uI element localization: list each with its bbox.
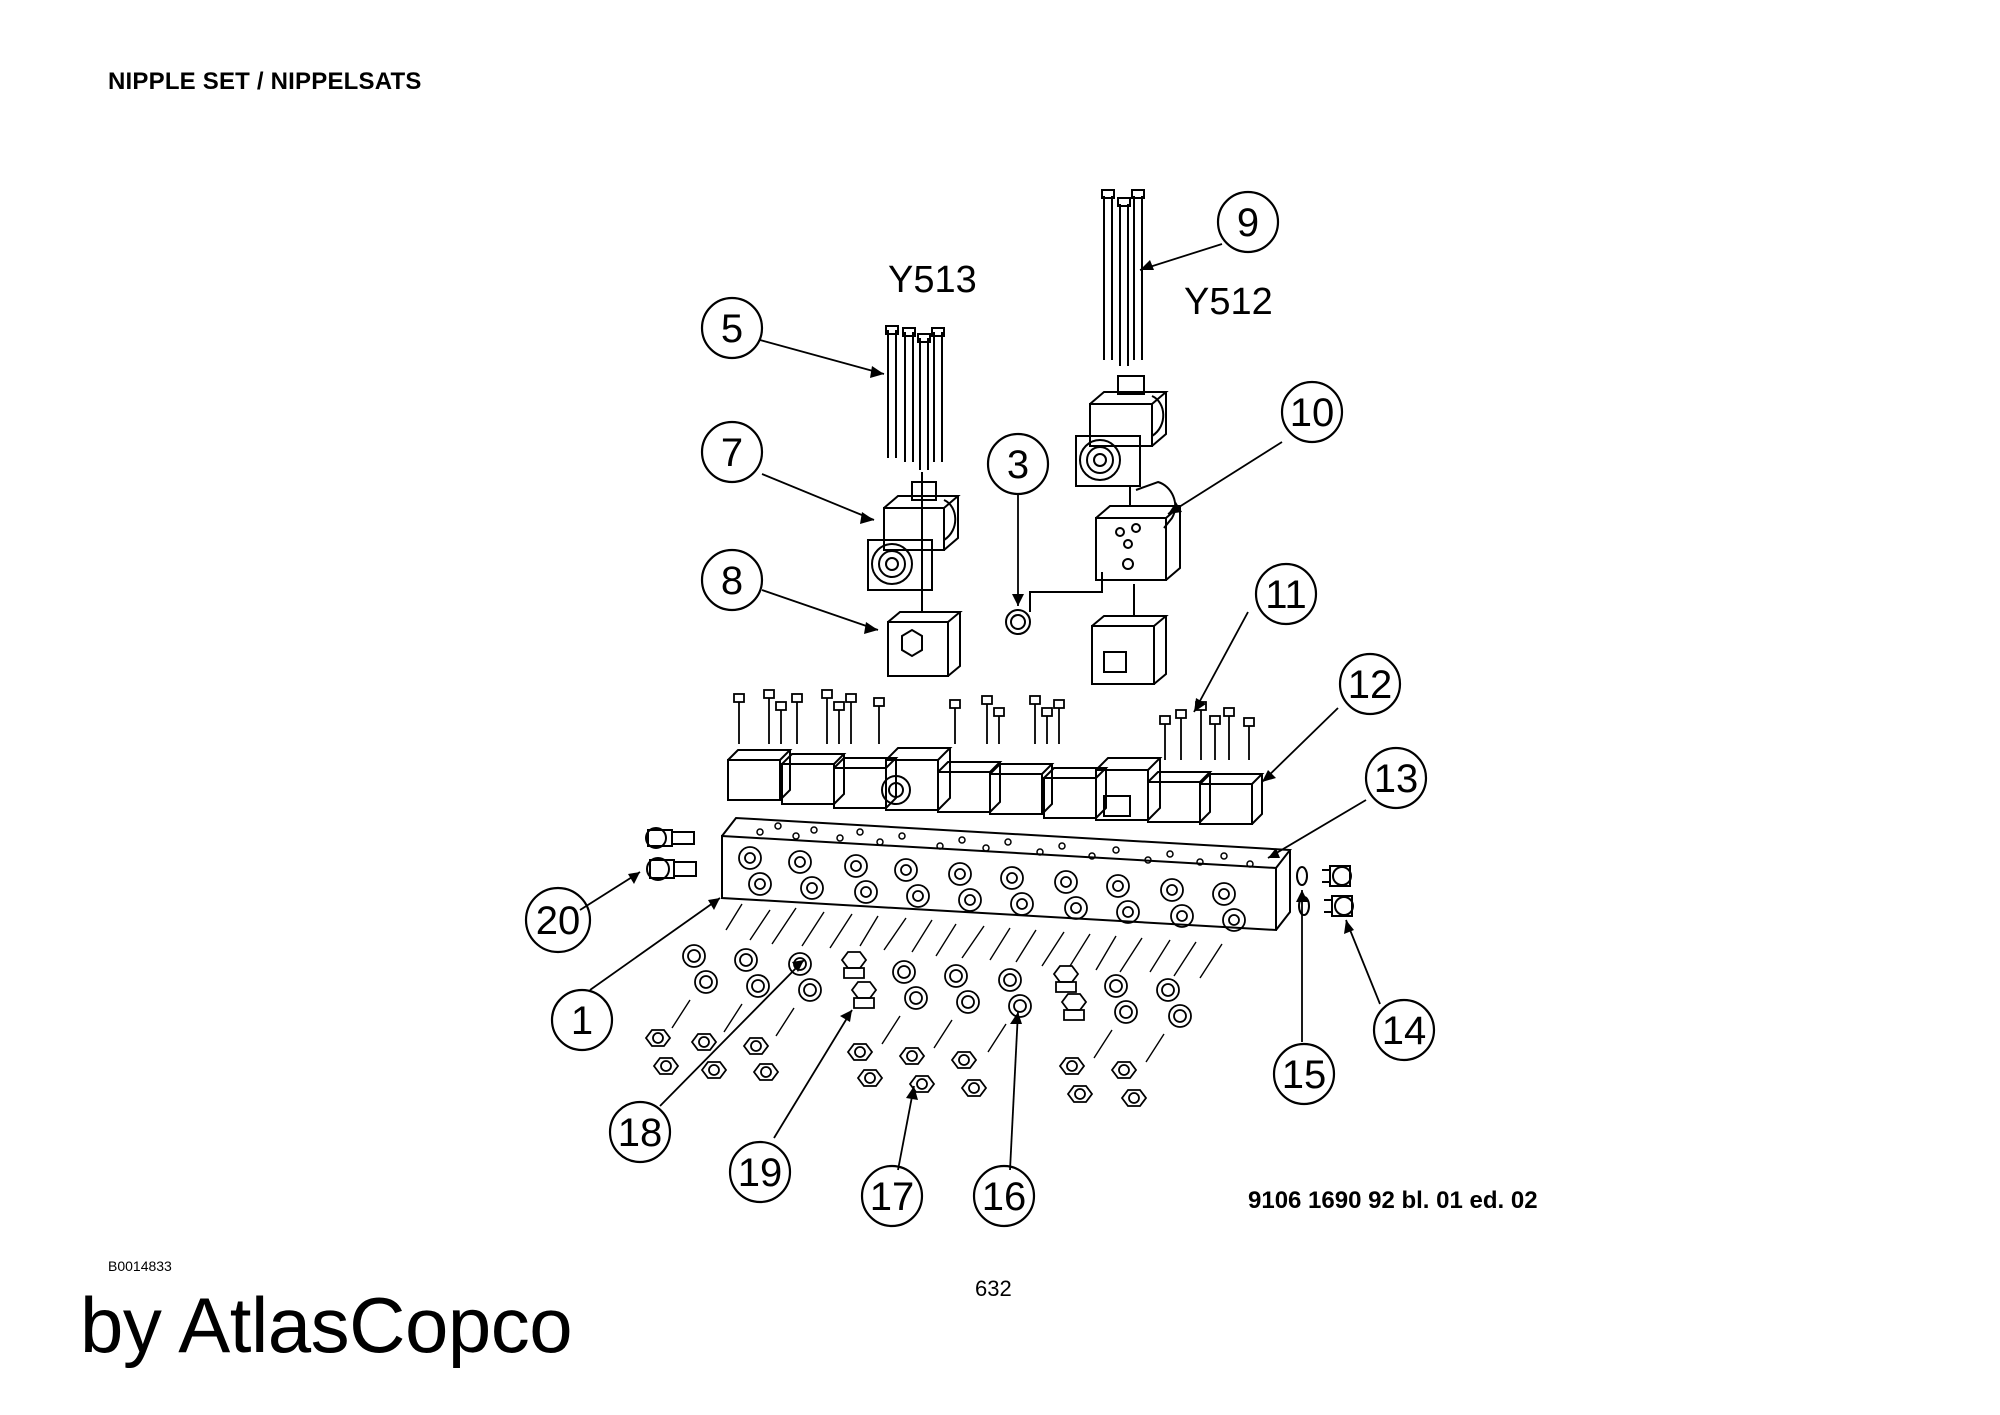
solenoid-valve-upper-right (1075, 375, 1169, 487)
adapter-block-lower-right (1095, 757, 1163, 821)
callout-balloons (524, 190, 1436, 1228)
callout-8: 8 (721, 559, 743, 603)
callout-10: 10 (1290, 391, 1335, 435)
solenoid-valve-item-7 (867, 481, 961, 591)
callout-12: 12 (1348, 663, 1393, 707)
lower-nipples (644, 1029, 1148, 1107)
callout-17: 17 (870, 1175, 915, 1219)
orifice-plug-item-3 (1005, 572, 1103, 635)
leader-lines (579, 243, 1381, 1171)
valve-label-y513: Y513 (888, 259, 977, 301)
lower-washers (682, 944, 1192, 1028)
valve-label-y512: Y512 (1184, 281, 1273, 323)
callout-11: 11 (1265, 573, 1307, 617)
callout-3: 3 (1007, 443, 1029, 487)
callout-20: 20 (536, 899, 581, 943)
side-fittings-item-20 (645, 827, 697, 881)
callout-16: 16 (982, 1175, 1027, 1219)
manifold-block-item-1 (721, 816, 1292, 932)
leader-arrowheads (628, 260, 1354, 1100)
callout-5: 5 (721, 307, 743, 351)
screws-item-9 (1101, 189, 1145, 366)
adapter-block-item-8 (887, 472, 963, 677)
callout-1: 1 (571, 999, 593, 1043)
callout-19: 19 (738, 1151, 783, 1195)
page-number: 632 (975, 1276, 1012, 1301)
callout-9: 9 (1237, 201, 1259, 245)
assembly-lines (671, 903, 1223, 1063)
callout-13: 13 (1374, 757, 1419, 801)
cover-plates-item-12 (727, 747, 1265, 825)
callout-18: 18 (618, 1111, 663, 1155)
brand-footer: by AtlasCopco (80, 1281, 573, 1369)
check-valves-item-19 (840, 951, 1088, 1021)
side-fittings-item-14 (1296, 865, 1354, 917)
manifold-ports (738, 846, 1246, 932)
callout-numbers: 5 7 8 3 9 10 11 12 13 14 15 20 1 18 19 1… (536, 201, 1427, 1219)
adapter-block-upper-right (1091, 584, 1169, 685)
page-title: NIPPLE SET / NIPPELSATS (108, 68, 422, 95)
manifold-top-holes (756, 822, 1254, 868)
adapter-block-lower-left (881, 747, 953, 811)
document-code: B0014833 (108, 1258, 172, 1274)
callout-14: 14 (1382, 1009, 1427, 1053)
callout-15: 15 (1282, 1053, 1327, 1097)
valve-block-item-10 (1095, 480, 1183, 581)
cover-plate-screws (733, 689, 1255, 760)
callout-7: 7 (721, 431, 743, 475)
screws-item-5 (885, 325, 945, 470)
drawing-reference: 9106 1690 92 bl. 01 ed. 02 (1248, 1187, 1538, 1214)
